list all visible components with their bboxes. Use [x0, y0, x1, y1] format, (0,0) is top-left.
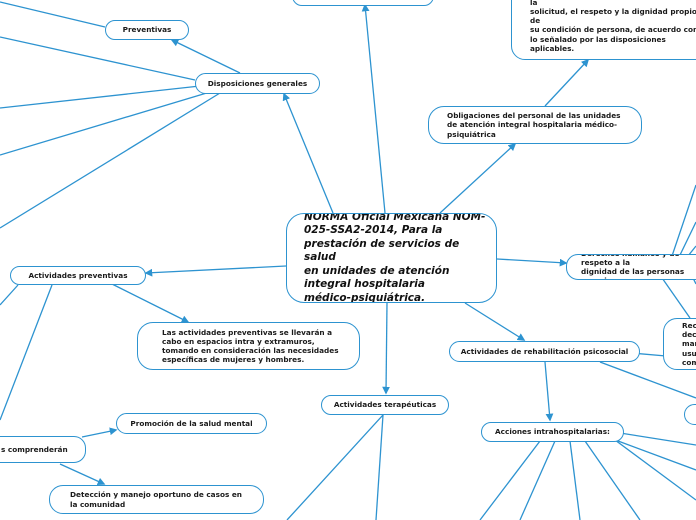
node-central[interactable]: NORMA Oficial Mexicana NOM- 025-SSA2-201… — [286, 213, 497, 303]
link-central-obligaciones — [439, 142, 517, 214]
node-deteccion[interactable]: Detección y manejo oportuno de casos en … — [49, 485, 264, 514]
node-actividades-preventivas-desc[interactable]: Las actividades preventivas se llevarán … — [137, 322, 360, 370]
link-intra-down-4 — [584, 440, 641, 520]
link-intra-right-3 — [614, 439, 696, 501]
node-comprenderan-label: s comprenderán — [1, 444, 68, 454]
link-derechos-right-2 — [679, 221, 696, 256]
node-obligaciones-desc[interactable]: servicios de atención integral hospitala… — [511, 0, 696, 60]
node-disposiciones-generales[interactable]: Disposiciones generales — [195, 73, 320, 94]
link-obligaciones-desc — [544, 58, 590, 107]
link-derechos-right-5 — [659, 274, 691, 319]
node-preventivas-label: Preventivas — [122, 25, 172, 35]
node-comprenderan[interactable]: s comprenderán — [0, 436, 86, 463]
link-intra-down-3 — [569, 440, 581, 520]
link-central-rehab — [464, 302, 526, 341]
node-promocion[interactable]: Promoción de la salud mental — [116, 413, 267, 434]
node-deteccion-label: Detección y manejo oportuno de casos en … — [70, 490, 242, 509]
node-terapeuticas[interactable]: Actividades terapéuticas — [321, 395, 449, 415]
link-preventivas-left — [0, 1, 106, 28]
link-derechos-right-1 — [671, 184, 696, 257]
node-actividades-preventivas-desc-label: Las actividades preventivas se llevarán … — [162, 327, 339, 365]
link-comp-promocion — [81, 427, 118, 438]
node-actividades-preventivas-label: Actividades preventivas — [28, 270, 128, 280]
node-derechos[interactable]: Derechos humanos y de respeto a la digni… — [566, 254, 696, 280]
link-disposiciones-left-3 — [0, 91, 211, 156]
link-disposiciones-left-2 — [0, 85, 201, 109]
node-top-clipped[interactable] — [292, 0, 434, 6]
node-disposiciones-generales-label: Disposiciones generales — [207, 78, 308, 88]
link-central-actprev — [144, 265, 287, 277]
node-intrahospitalarias-label: Acciones intrahospitalarias: — [495, 427, 610, 437]
link-disposiciones-left-1 — [0, 36, 196, 81]
link-central-terapeuticas — [382, 302, 390, 395]
node-obligaciones[interactable]: Obligaciones del personal de las unidade… — [428, 106, 642, 144]
node-derechos-label: Derechos humanos y de respeto a la digni… — [581, 255, 685, 279]
link-disposiciones-left-4 — [0, 92, 221, 229]
link-central-disposiciones — [282, 92, 334, 214]
link-actprev-left-1 — [0, 284, 19, 306]
link-terapeuticas-down-2 — [375, 414, 384, 520]
link-intra-right-2 — [619, 432, 696, 446]
link-actprev-desc — [111, 283, 190, 323]
link-disposiciones-preventivas — [170, 39, 241, 74]
node-preventivas[interactable]: Preventivas — [105, 20, 189, 40]
link-rehab-right-1 — [599, 361, 696, 399]
node-promocion-label: Promoción de la salud mental — [130, 418, 253, 428]
link-terapeuticas-down-1 — [286, 414, 384, 520]
link-intra-right-1 — [609, 437, 696, 471]
node-rehabilitacion-label: Actividades de rehabilitación psicosocia… — [460, 346, 629, 356]
link-rehab-intra — [544, 361, 554, 422]
node-central-label: NORMA Oficial Mexicana NOM- 025-SSA2-201… — [304, 213, 486, 303]
node-actividades-preventivas[interactable]: Actividades preventivas — [10, 266, 146, 285]
node-rec-fragment[interactable]: Rec dec mar usu com — [663, 318, 696, 370]
link-central-derechos — [496, 258, 568, 267]
link-intra-down-2 — [519, 440, 556, 520]
node-intrahospitalarias[interactable]: Acciones intrahospitalarias: — [481, 422, 624, 442]
link-intra-down-1 — [479, 440, 541, 520]
node-rec-fragment-label: Rec dec mar usu com — [682, 321, 696, 367]
node-terapeuticas-label: Actividades terapéuticas — [333, 400, 437, 410]
node-obligaciones-label: Obligaciones del personal de las unidade… — [447, 111, 621, 139]
link-comp-deteccion — [59, 463, 106, 485]
link-central-top — [361, 3, 386, 214]
link-actprev-left-2 — [0, 284, 53, 421]
node-obligaciones-desc-label: servicios de atención integral hospitala… — [530, 0, 696, 53]
node-rehabilitacion[interactable]: Actividades de rehabilitación psicosocia… — [449, 341, 640, 362]
